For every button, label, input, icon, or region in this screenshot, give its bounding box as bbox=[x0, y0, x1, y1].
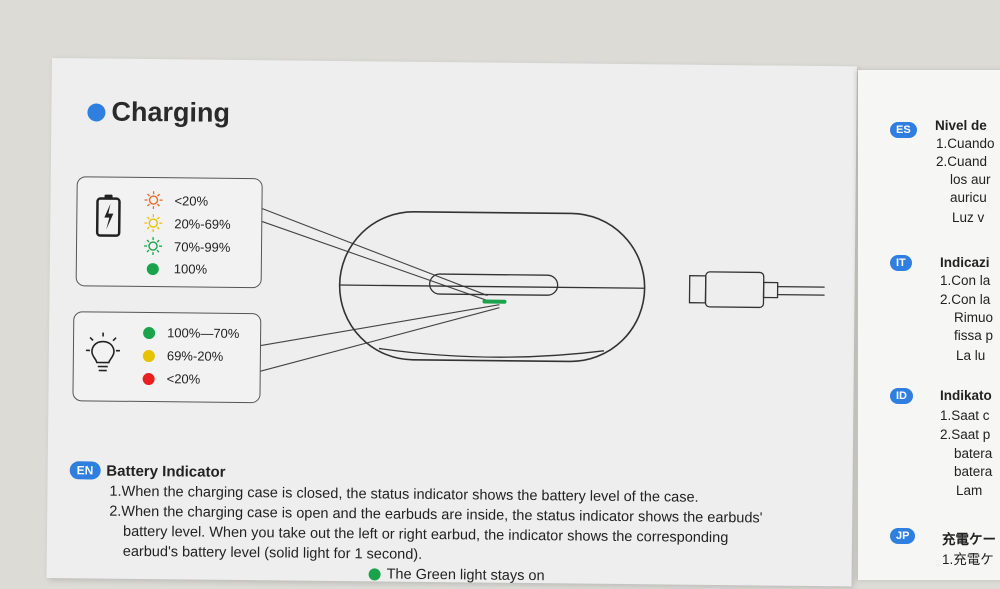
battery-row-2: 20%-69% bbox=[144, 214, 231, 233]
section-heading: Indicazi bbox=[940, 255, 990, 270]
text-line: 2.Con la bbox=[940, 292, 990, 307]
text-line: 1.Saat c bbox=[940, 408, 990, 423]
battery-row-1: <20% bbox=[144, 191, 208, 210]
battery-row-label: 100% bbox=[174, 261, 207, 276]
language-badge-id: ID bbox=[890, 388, 913, 404]
manual-page-left: Charging bbox=[47, 58, 857, 586]
en-battery-indicator-section: EN Battery Indicator 1.When the charging… bbox=[69, 461, 830, 589]
battery-row-3: 70%-99% bbox=[144, 237, 231, 256]
indicator-row-label: <20% bbox=[167, 371, 201, 386]
battery-row-4: 100% bbox=[147, 261, 207, 277]
language-badge-en: EN bbox=[70, 461, 101, 479]
text-line: 2.Cuand bbox=[936, 154, 987, 169]
battery-level-box: <20% 20%-69% 70%-99% 100% bbox=[76, 176, 263, 288]
battery-charging-icon bbox=[95, 193, 121, 237]
red-dot bbox=[143, 372, 155, 384]
indicator-row-label: 100%—70% bbox=[167, 325, 239, 341]
indicator-row-label: 69%-20% bbox=[167, 348, 224, 364]
text-line: batera bbox=[954, 446, 992, 461]
case-slot bbox=[430, 274, 558, 295]
indicator-light-box: 100%—70% 69%-20% <20% bbox=[72, 311, 261, 403]
text-line: La lu bbox=[956, 348, 985, 363]
section-heading: Nivel de bbox=[935, 118, 987, 133]
light-orange-icon bbox=[144, 191, 162, 209]
text-line: 1.Cuando bbox=[936, 136, 995, 151]
lightbulb-icon bbox=[83, 332, 123, 376]
text-line: 1.Con la bbox=[940, 273, 990, 288]
indicator-row-2: 69%-20% bbox=[143, 348, 224, 364]
instruction-line-5: The Green light stays on bbox=[369, 564, 829, 589]
green-dot bbox=[369, 568, 381, 580]
light-green-blink-icon bbox=[144, 237, 162, 255]
section-heading: Battery Indicator bbox=[106, 462, 225, 480]
text-line: los aur bbox=[950, 172, 991, 187]
battery-row-label: 70%-99% bbox=[174, 239, 231, 255]
green-light-text: The Green light stays on bbox=[387, 565, 545, 587]
status-led bbox=[482, 300, 506, 304]
battery-row-label: 20%-69% bbox=[174, 216, 231, 232]
text-line: Lam bbox=[956, 483, 982, 498]
section-heading: Indikato bbox=[940, 388, 992, 403]
language-badge-it: IT bbox=[890, 255, 912, 271]
green-dot bbox=[143, 326, 155, 338]
language-badge-es: ES bbox=[890, 122, 917, 138]
battery-row-label: <20% bbox=[174, 193, 208, 208]
usb-cable-icon bbox=[689, 272, 824, 308]
text-line: Rimuo bbox=[954, 310, 993, 325]
section-heading: 充電ケー bbox=[942, 528, 996, 548]
language-badge-jp: JP bbox=[890, 528, 915, 544]
text-line: fissa p bbox=[954, 328, 993, 343]
manual-page-right: ES Nivel de 1.Cuando 2.Cuand los aur aur… bbox=[858, 70, 1000, 580]
text-line: batera bbox=[954, 464, 992, 479]
green-dot bbox=[147, 263, 159, 275]
text-line: Luz v bbox=[952, 210, 984, 225]
yellow-dot bbox=[143, 349, 155, 361]
light-yellow-icon bbox=[144, 214, 162, 232]
text-line: 2.Saat p bbox=[940, 427, 990, 442]
indicator-row-3: <20% bbox=[143, 371, 201, 387]
text-line: 1.充電ケ bbox=[942, 548, 994, 568]
text-line: auricu bbox=[950, 190, 987, 205]
indicator-row-1: 100%—70% bbox=[143, 325, 239, 341]
